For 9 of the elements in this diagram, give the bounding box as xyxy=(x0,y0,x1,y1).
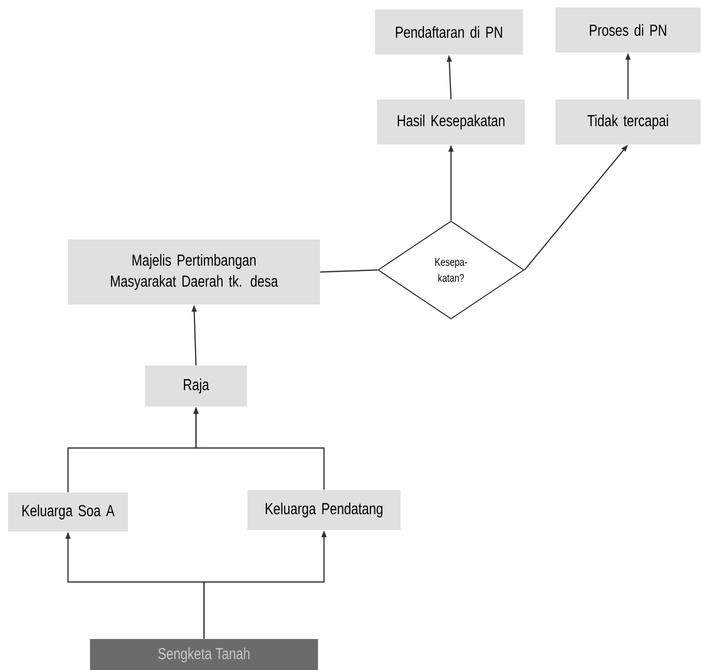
process-box: Hasil Kesepakatan xyxy=(377,100,525,144)
process-box: Raja xyxy=(145,366,247,406)
process-box: Proses di PN xyxy=(556,8,700,52)
start-box: Sengketa Tanah xyxy=(90,639,318,670)
process-box: Majelis Pertimbangan Masyarakat Daerah tk. desa xyxy=(68,240,320,304)
process-box: Tidak tercapai xyxy=(556,100,700,144)
process-box: Keluarga Pendatang xyxy=(248,490,400,530)
process-box: Pendaftaran di PN xyxy=(375,10,523,54)
process-box: Keluarga Soa A xyxy=(8,492,128,532)
